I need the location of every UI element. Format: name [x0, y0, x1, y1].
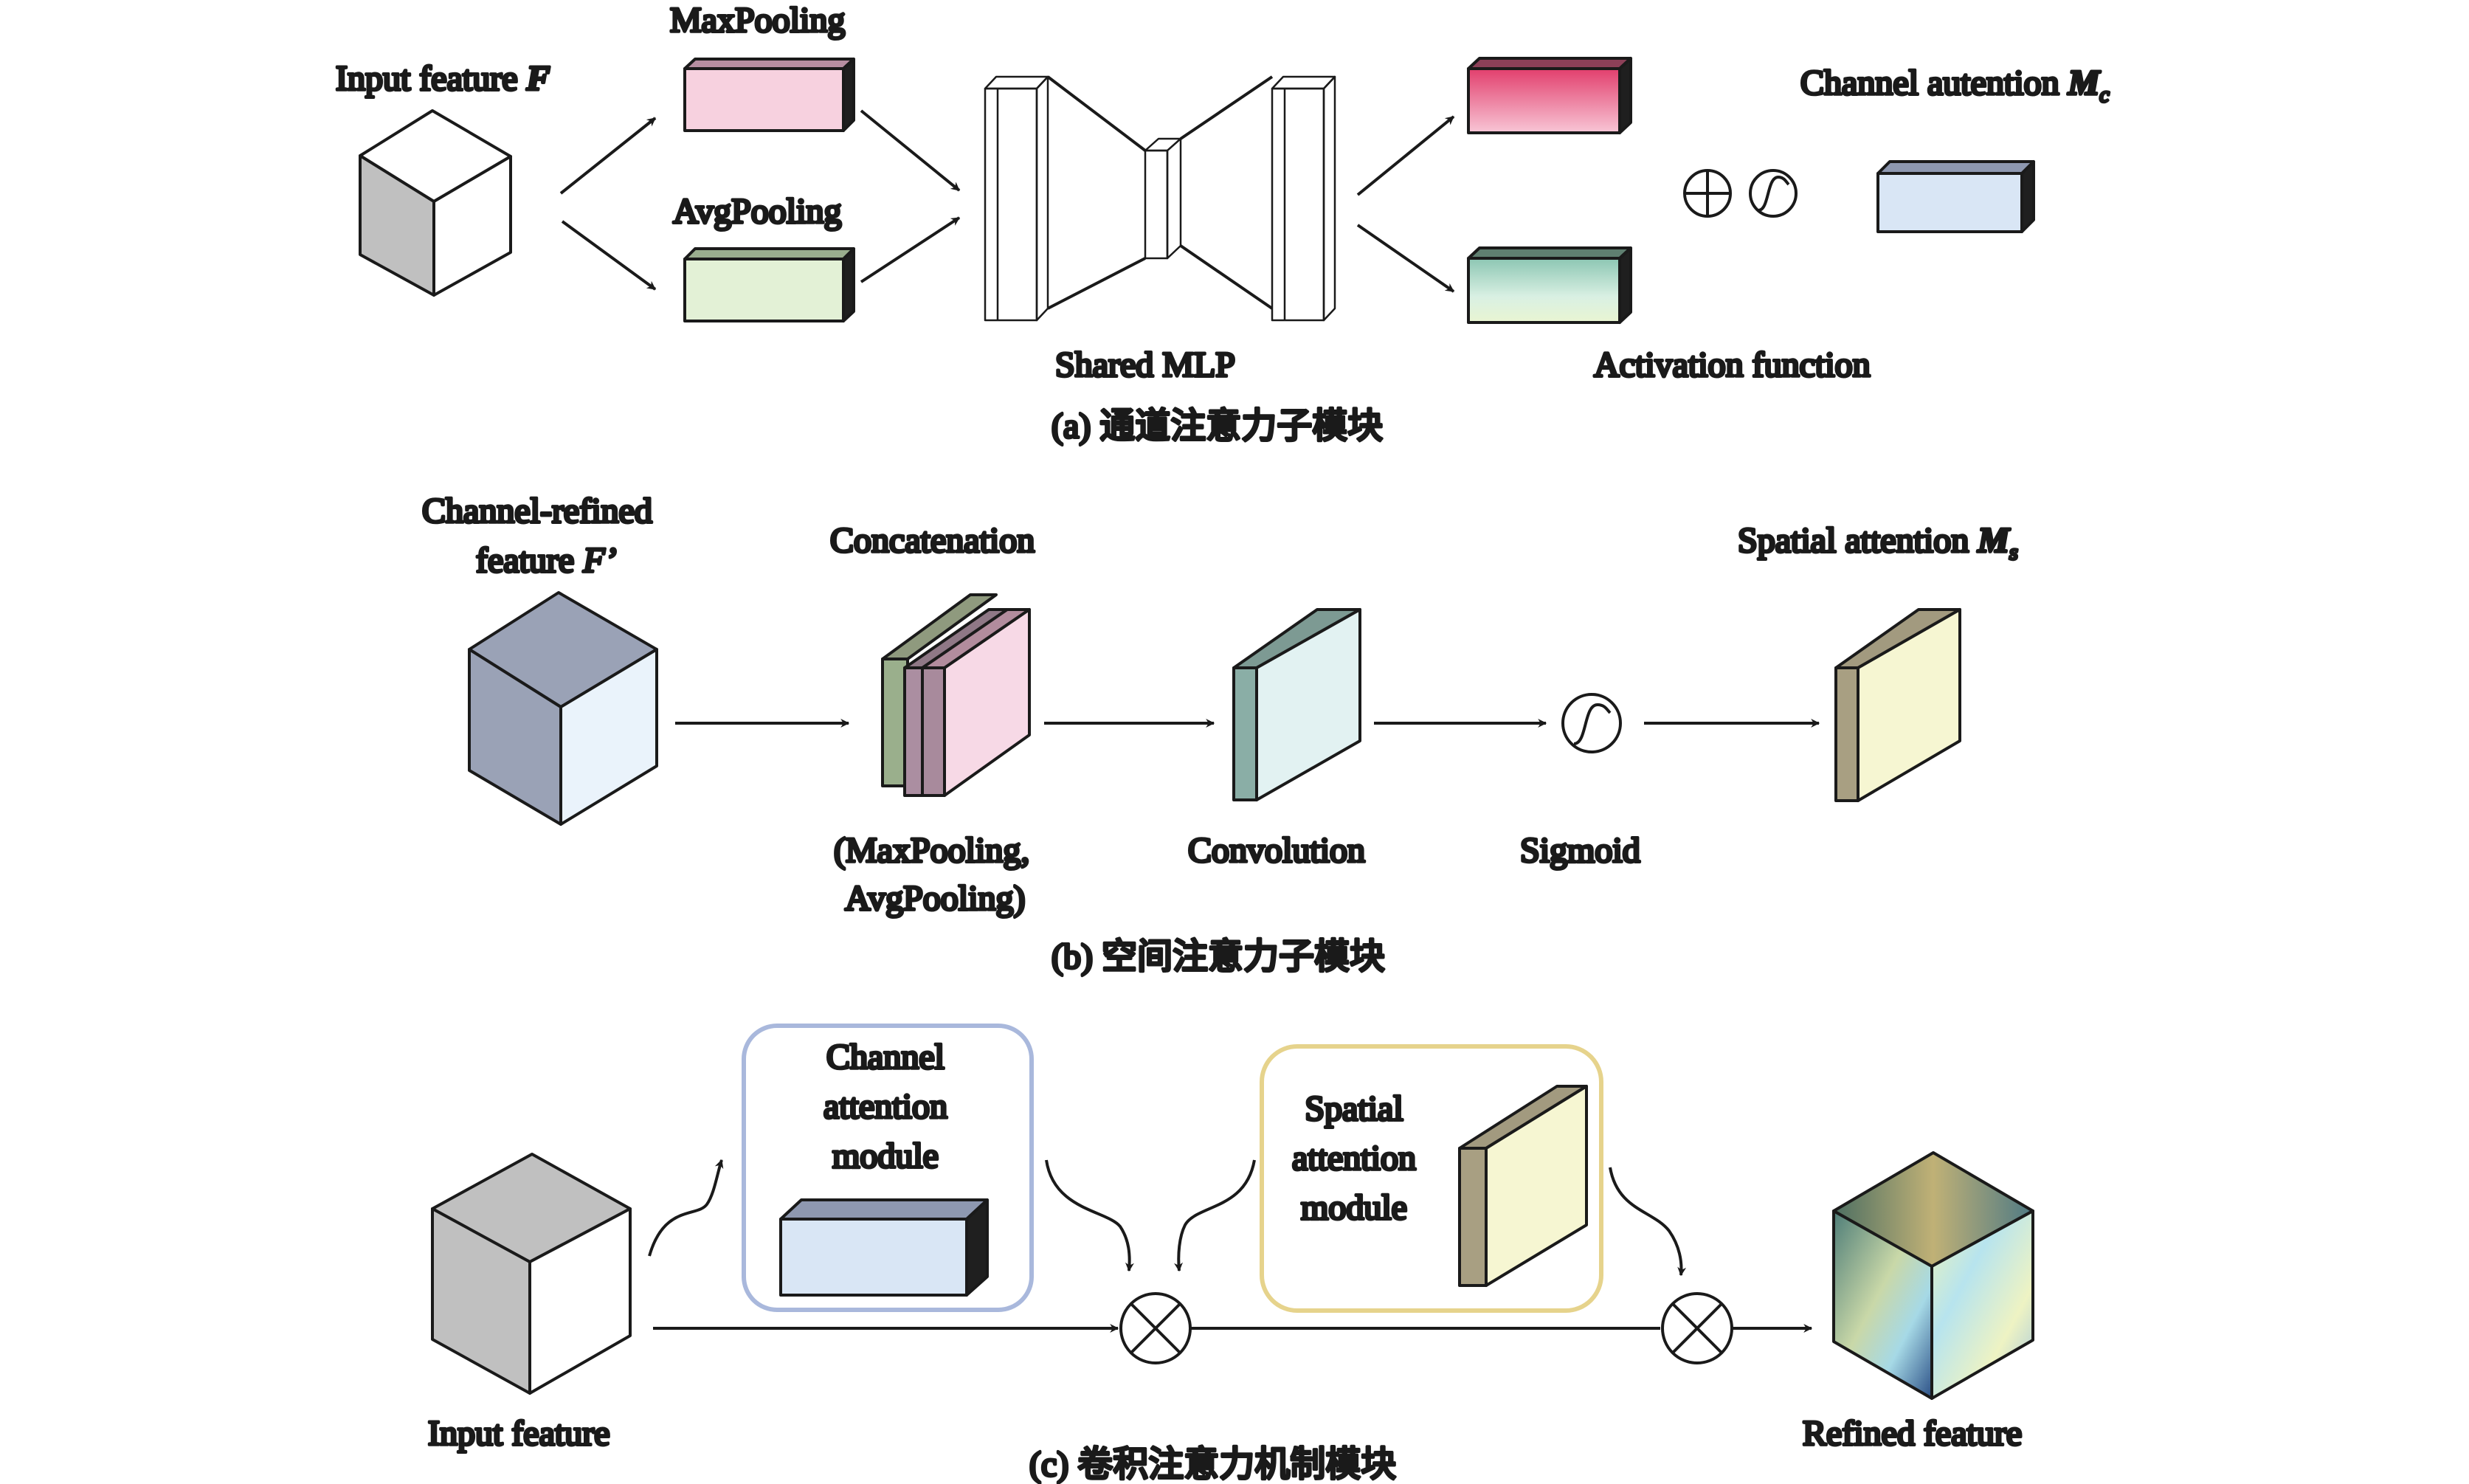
refined-feature-cube — [1832, 1151, 2034, 1400]
input-feature-label: Input feature — [428, 1414, 610, 1453]
concatenation-note-2: AvgPooling) — [845, 879, 1025, 918]
arrow — [1174, 1159, 1256, 1272]
input-feature-label: Input feature F — [336, 59, 550, 98]
spatial-attention-block — [1458, 1085, 1588, 1287]
arrow — [1356, 224, 1455, 293]
arrow — [648, 1159, 724, 1257]
panel-a: Input feature F MaxPooling AvgPooling — [334, 0, 2111, 447]
spatial-module-label-2: attention — [1292, 1139, 1416, 1178]
channel-refined-cube — [468, 591, 658, 826]
spatial-attention-block — [1834, 608, 1961, 802]
arrow — [561, 220, 657, 291]
convolution-label: Convolution — [1188, 831, 1365, 870]
channel-refined-label-1: Channel-refined — [422, 491, 652, 531]
avg-activated-bar — [1467, 246, 1632, 324]
channel-attention-bar — [1876, 160, 2035, 233]
arrow — [1609, 1167, 1687, 1277]
avgpooling-bar — [683, 247, 855, 322]
caption-b: (b) 空间注意力子模块 — [1052, 937, 1385, 976]
maxpooling-label: MaxPooling — [670, 1, 845, 40]
add-icon — [1683, 169, 1732, 218]
multiply-icon — [1119, 1292, 1192, 1364]
panel-c: Input feature Channel attention module — [427, 1024, 2034, 1484]
spatial-attention-label: Spatial attention Ms — [1738, 521, 2018, 565]
channel-attention-label: Channel autention Mc — [1800, 63, 2110, 107]
channel-module-label-3: module — [832, 1136, 939, 1176]
arrow — [1356, 115, 1455, 196]
arrow — [559, 117, 657, 195]
convolution-block — [1232, 608, 1361, 801]
maxpooling-bar — [683, 58, 855, 132]
channel-module-label-1: Channel — [826, 1038, 945, 1077]
multiply-icon — [1661, 1292, 1733, 1364]
caption-a: (a) 通道注意力子模块 — [1052, 407, 1383, 446]
max-activated-bar — [1467, 57, 1632, 134]
arrow — [1045, 1159, 1134, 1272]
concatenation-block — [881, 593, 1031, 797]
input-feature-cube — [431, 1153, 632, 1395]
shared-mlp — [984, 75, 1336, 322]
concatenation-note-1: (MaxPooling, — [834, 831, 1029, 870]
panel-b: Channel-refined feature F’ Concatenation… — [421, 490, 2020, 978]
channel-module-label-2: attention — [823, 1087, 947, 1126]
arrow — [860, 109, 961, 192]
spatial-module-label-1: Spatial — [1305, 1089, 1403, 1128]
shared-mlp-label: Shared MLP — [1055, 345, 1235, 384]
sigmoid-icon — [1749, 169, 1798, 218]
concatenation-label: Concatenation — [830, 521, 1035, 560]
arrow — [860, 216, 961, 283]
channel-attention-bar — [779, 1198, 989, 1297]
input-feature-cube — [359, 109, 512, 297]
sigmoid-icon — [1561, 693, 1622, 753]
sigmoid-label: Sigmoid — [1520, 831, 1640, 870]
channel-refined-label-2: feature F’ — [476, 541, 617, 580]
caption-c: (c) 卷积注意力机制模块 — [1029, 1445, 1396, 1484]
avgpooling-label: AvgPooling — [673, 192, 841, 231]
activation-function-label: Activation function — [1594, 345, 1871, 384]
spatial-module-label-3: module — [1301, 1188, 1407, 1227]
refined-feature-label: Refined feature — [1803, 1414, 2022, 1453]
spatial-attention-module-box — [1260, 1044, 1603, 1313]
channel-attention-module-box — [742, 1024, 1034, 1312]
